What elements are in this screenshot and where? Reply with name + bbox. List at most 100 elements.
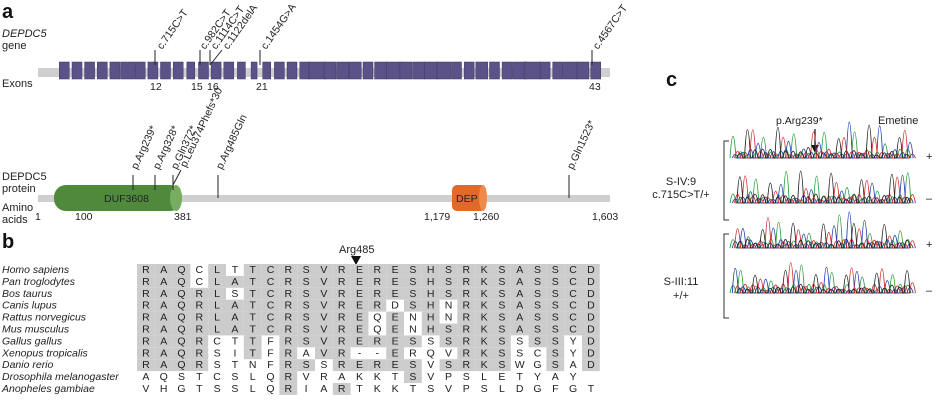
- residue: R: [338, 347, 346, 359]
- mutation-tick: [172, 169, 182, 186]
- residue: Q: [177, 335, 185, 347]
- residue: K: [481, 276, 488, 288]
- conserved-cell: [137, 347, 155, 360]
- domain-dep-cap: [479, 185, 487, 211]
- residue: R: [142, 288, 150, 300]
- residue: R: [338, 288, 346, 300]
- conserved-cell: [154, 347, 173, 360]
- conserved-cell: [350, 359, 369, 372]
- chromatogram-trace: [731, 175, 914, 204]
- residue: C: [267, 276, 275, 288]
- species-name: Gallus gallus: [2, 335, 63, 347]
- exon-track: [59, 61, 601, 80]
- residue: K: [356, 371, 363, 383]
- residue: K: [481, 312, 488, 324]
- residue: Q: [177, 324, 185, 336]
- residue: R: [463, 324, 471, 336]
- residue: Q: [177, 359, 185, 371]
- exon-box: [250, 61, 258, 80]
- residue: V: [320, 276, 327, 288]
- residue: S: [214, 383, 221, 395]
- residue: C: [267, 324, 275, 336]
- residue: R: [196, 288, 204, 300]
- residue: S: [498, 300, 505, 312]
- residue: L: [214, 300, 220, 312]
- conserved-cell: [172, 311, 191, 324]
- conserved-cell: [208, 299, 226, 312]
- residue: S: [409, 276, 416, 288]
- conserved-cell: [510, 311, 529, 324]
- conserved-cell: [297, 275, 315, 288]
- conserved-cell: [243, 275, 262, 288]
- exon-box: [349, 61, 362, 80]
- conserved-cell: [190, 323, 209, 336]
- residue: S: [498, 264, 505, 276]
- residue: K: [481, 300, 488, 312]
- conserved-cell: [493, 287, 511, 300]
- chromatogram-trace: [731, 267, 914, 294]
- conserved-cell: [154, 323, 173, 336]
- residue: S: [498, 288, 505, 300]
- conserved-cell: [154, 275, 173, 288]
- exon-box: [134, 61, 146, 80]
- residue: E: [498, 371, 505, 383]
- residue: R: [196, 324, 204, 336]
- conserved-cell: [528, 264, 547, 276]
- residue: R: [320, 371, 328, 383]
- residue: R: [142, 300, 150, 312]
- residue: S: [534, 288, 541, 300]
- residue: A: [160, 335, 167, 347]
- chromatogram-trace: [734, 217, 916, 249]
- species-name: Drosophila melanogaster: [2, 371, 119, 383]
- conserved-cell: [457, 359, 476, 372]
- conserved-cell: [493, 311, 511, 324]
- conserved-cell: [154, 264, 173, 276]
- residue: S: [445, 276, 452, 288]
- conserved-cell: [279, 264, 298, 276]
- residue: F: [267, 335, 273, 347]
- residue: R: [338, 300, 346, 312]
- residue: K: [374, 383, 381, 395]
- residue: R: [285, 371, 293, 383]
- conserved-cell: [332, 287, 351, 300]
- residue: Q: [177, 300, 185, 312]
- conserved-cell: [261, 299, 280, 312]
- residue: R: [463, 335, 471, 347]
- conserved-cell: [279, 371, 298, 383]
- species-name: Canis lupus: [2, 300, 58, 312]
- conserved-cell: [332, 275, 351, 288]
- conserved-cell: [493, 335, 511, 348]
- mutation-label: p.Gln1523*: [565, 119, 598, 172]
- exon-box: [286, 61, 298, 80]
- residue: A: [231, 276, 238, 288]
- residue: A: [160, 324, 167, 336]
- residue: L: [214, 312, 220, 324]
- conserved-cell: [190, 335, 209, 348]
- conserved-cell: [297, 335, 315, 348]
- conserved-cell: [172, 299, 191, 312]
- conserved-cell: [315, 287, 333, 300]
- residue: D: [391, 300, 399, 312]
- residue: R: [285, 324, 293, 336]
- conserved-cell: [279, 287, 298, 300]
- residue: D: [587, 300, 595, 312]
- residue: T: [249, 276, 256, 288]
- conserved-cell: [172, 359, 191, 372]
- residue: S: [409, 335, 416, 347]
- conserved-cell: [564, 275, 582, 288]
- residue: R: [338, 324, 346, 336]
- residue: R: [142, 264, 150, 276]
- residue: S: [534, 335, 541, 347]
- conserved-cell: [546, 264, 565, 276]
- residue: R: [285, 276, 293, 288]
- conserved-cell: [350, 323, 369, 336]
- domain-dep: DEP: [452, 185, 487, 211]
- residue: C: [569, 288, 577, 300]
- residue: R: [374, 288, 382, 300]
- residue: G: [177, 383, 185, 395]
- residue: S: [481, 383, 488, 395]
- exon-box: [412, 61, 425, 80]
- conserved-cell: [243, 347, 262, 360]
- conserved-cell: [564, 323, 582, 336]
